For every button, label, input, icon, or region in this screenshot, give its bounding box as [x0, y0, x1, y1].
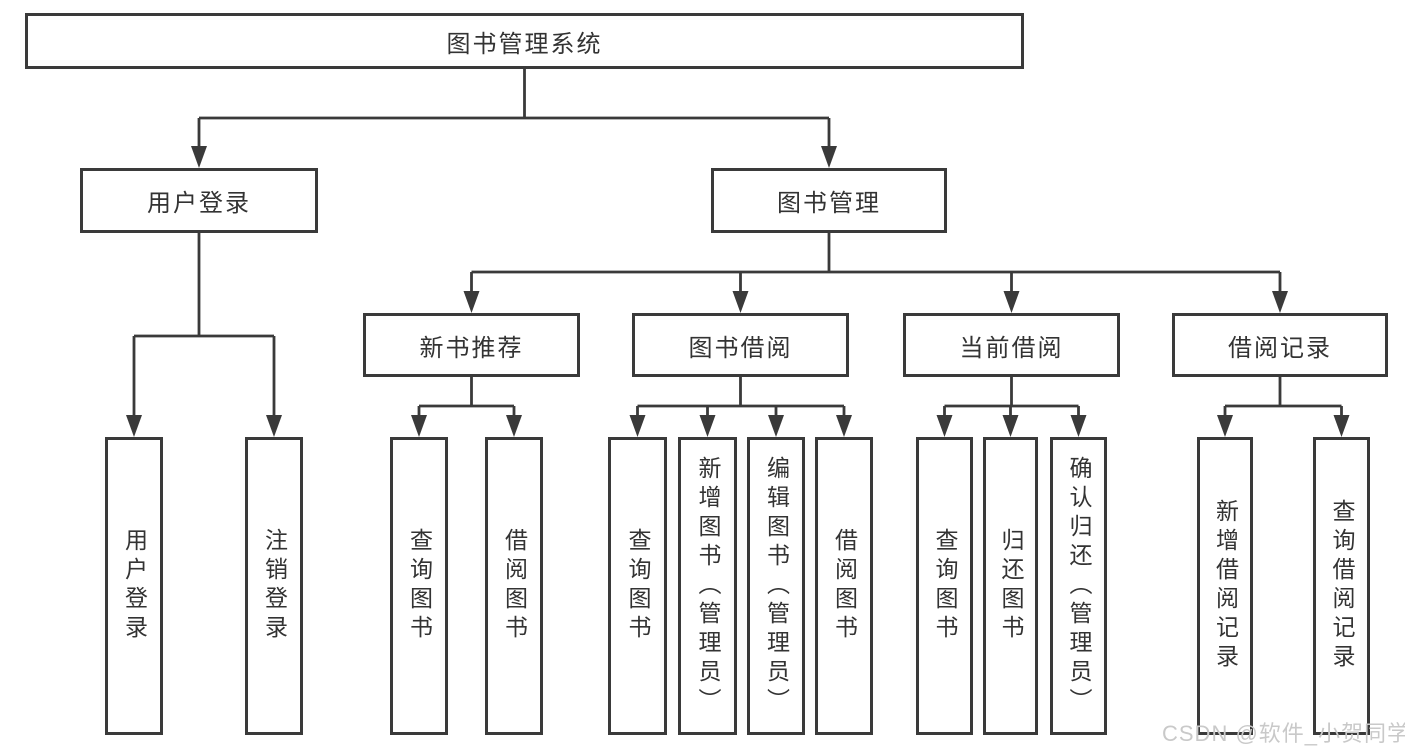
arrow-down-icon [1070, 415, 1087, 437]
node-new-book-recommend: 新书推荐 [363, 313, 580, 377]
node-logout: 注销登录 [245, 437, 303, 735]
connector-recommend-to-leaves [417, 377, 516, 416]
node-record-add-borrow-record: 新增借阅记录 [1197, 437, 1253, 735]
node-current-confirm-return-admin: 确认归还（管理员） [1050, 437, 1107, 735]
node-borrow-edit-books-admin: 编辑图书（管理员） [747, 437, 805, 735]
connector-borrow-to-leaves [636, 377, 846, 416]
node-record-query-borrow-record-label: 查询借阅记录 [1329, 499, 1355, 673]
node-borrow-add-books-admin: 新增图书（管理员） [678, 437, 737, 735]
arrow-down-icon [506, 415, 522, 437]
node-current-return-books: 归还图书 [983, 437, 1038, 735]
arrow-down-icon [1002, 415, 1019, 437]
node-recommend-borrow-books-label: 借阅图书 [501, 528, 528, 644]
node-borrow-edit-books-admin-label: 编辑图书（管理员） [763, 455, 790, 717]
node-login: 用户登录 [105, 437, 163, 735]
arrow-down-icon [191, 146, 207, 168]
node-book-management: 图书管理 [711, 168, 947, 233]
connector-userlogin-to-leaves [132, 233, 276, 416]
arrow-down-icon [1217, 415, 1233, 437]
node-borrow-records-label: 借阅记录 [1228, 334, 1332, 362]
node-current-query-books: 查询图书 [916, 437, 973, 735]
node-borrow-add-books-admin-label: 新增图书（管理员） [695, 455, 721, 717]
node-system-label: 图书管理系统 [446, 30, 603, 58]
node-borrow-borrow-books-label: 借阅图书 [831, 528, 858, 644]
node-current-borrow-label: 当前借阅 [959, 334, 1064, 362]
arrow-down-icon [1003, 291, 1020, 313]
arrow-down-icon [936, 415, 953, 437]
node-record-query-borrow-record: 查询借阅记录 [1313, 437, 1370, 735]
node-current-confirm-return-admin-label: 确认归还（管理员） [1066, 455, 1092, 717]
node-recommend-query-books-label: 查询图书 [406, 528, 433, 644]
arrow-down-icon [699, 415, 716, 437]
node-current-query-books-label: 查询图书 [932, 528, 958, 644]
node-current-borrow: 当前借阅 [903, 313, 1120, 377]
node-system: 图书管理系统 [25, 13, 1024, 69]
node-user-login-label: 用户登录 [147, 190, 251, 217]
node-recommend-query-books: 查询图书 [390, 437, 448, 735]
node-current-return-books-label: 归还图书 [998, 528, 1024, 644]
node-book-borrow-label: 图书借阅 [688, 334, 793, 362]
arrow-down-icon [732, 291, 749, 313]
node-book-borrow: 图书借阅 [632, 313, 849, 377]
arrow-down-icon [411, 415, 427, 437]
arrow-down-icon [768, 415, 784, 437]
node-login-label: 用户登录 [121, 528, 148, 644]
arrow-down-icon [126, 415, 142, 437]
arrow-down-icon [266, 415, 282, 437]
connector-records-to-leaves [1223, 377, 1343, 416]
node-book-management-label: 图书管理 [777, 190, 881, 217]
arrow-down-icon [821, 146, 837, 168]
arrowheads [126, 146, 1350, 437]
node-user-login: 用户登录 [80, 168, 318, 233]
arrow-down-icon [629, 415, 646, 437]
arrow-down-icon [463, 291, 480, 313]
connector-root-to-level2 [197, 69, 831, 147]
connector-bookmgmt-to-level3 [470, 233, 1282, 292]
node-new-book-recommend-label: 新书推荐 [419, 334, 524, 362]
node-record-add-borrow-record-label: 新增借阅记录 [1212, 499, 1239, 673]
node-borrow-query-books-label: 查询图书 [625, 528, 651, 644]
arrow-down-icon [1333, 415, 1350, 437]
watermark: CSDN @软件_小贺同学 [1162, 721, 1405, 746]
node-borrow-borrow-books: 借阅图书 [815, 437, 873, 735]
node-borrow-records: 借阅记录 [1172, 313, 1388, 377]
arrow-down-icon [836, 415, 852, 437]
node-borrow-query-books: 查询图书 [608, 437, 667, 735]
node-logout-label: 注销登录 [261, 528, 288, 644]
arrow-down-icon [1272, 291, 1288, 313]
node-recommend-borrow-books: 借阅图书 [485, 437, 543, 735]
connector-current-to-leaves [943, 377, 1080, 416]
